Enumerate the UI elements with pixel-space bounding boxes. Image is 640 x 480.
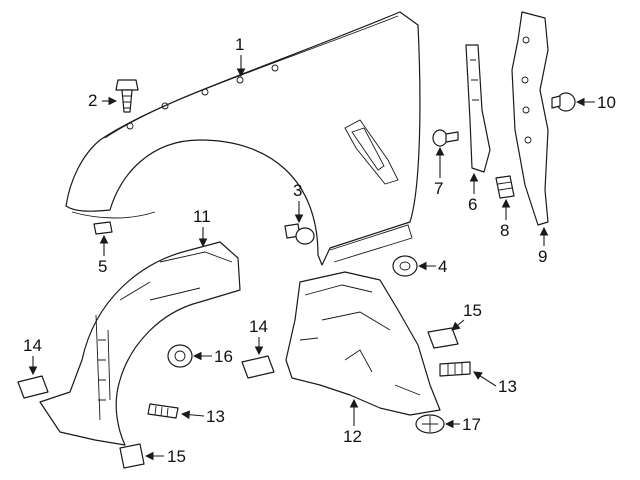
screw-13a xyxy=(147,403,179,419)
svg-text:6: 6 xyxy=(468,195,477,214)
svg-text:1: 1 xyxy=(235,35,244,54)
fender-bracket xyxy=(465,44,491,173)
svg-text:2: 2 xyxy=(88,91,97,110)
svg-text:5: 5 xyxy=(98,257,107,276)
retainer-14a xyxy=(17,375,49,399)
svg-text:16: 16 xyxy=(214,347,233,366)
svg-text:11: 11 xyxy=(193,207,211,226)
bolt-3 xyxy=(284,223,315,245)
callout-10: 10 xyxy=(575,93,616,112)
svg-text:8: 8 xyxy=(500,221,509,240)
clip-15a xyxy=(119,443,145,469)
callout-15b: 15 xyxy=(451,301,482,331)
bolt-7 xyxy=(432,129,459,147)
callout-16: 16 xyxy=(192,347,233,366)
svg-text:15: 15 xyxy=(167,447,186,466)
callout-7: 7 xyxy=(434,146,445,198)
svg-text:15: 15 xyxy=(463,301,482,320)
grommet-16 xyxy=(167,344,193,368)
nut-4 xyxy=(392,255,418,277)
callout-4: 4 xyxy=(417,257,447,276)
callout-13a: 13 xyxy=(180,407,225,426)
svg-text:10: 10 xyxy=(597,93,616,112)
callout-15a: 15 xyxy=(144,447,186,466)
callout-17: 17 xyxy=(444,415,481,434)
svg-text:3: 3 xyxy=(293,181,302,200)
plug-17 xyxy=(415,414,445,434)
callout-13b: 13 xyxy=(473,371,517,396)
svg-text:14: 14 xyxy=(249,317,268,336)
fender-panel xyxy=(65,11,421,266)
callout-9: 9 xyxy=(538,226,549,266)
callout-5: 5 xyxy=(98,234,109,276)
svg-text:7: 7 xyxy=(434,179,443,198)
svg-text:9: 9 xyxy=(538,247,547,266)
callout-2: 2 xyxy=(88,91,118,110)
callout-6: 6 xyxy=(468,172,479,214)
svg-text:13: 13 xyxy=(206,407,225,426)
svg-text:12: 12 xyxy=(343,427,362,446)
bolt-2 xyxy=(115,79,139,113)
callout-14a: 14 xyxy=(23,336,42,376)
callout-14b: 14 xyxy=(249,317,268,356)
callout-3: 3 xyxy=(293,181,304,224)
svg-text:4: 4 xyxy=(438,257,447,276)
front-wheelhouse-liner xyxy=(39,241,241,446)
svg-text:17: 17 xyxy=(462,415,481,434)
clip-5 xyxy=(93,221,113,235)
screw-13b xyxy=(439,361,471,377)
svg-text:13: 13 xyxy=(498,377,517,396)
callout-11: 11 xyxy=(193,207,211,248)
clip-15b xyxy=(427,327,459,349)
svg-text:14: 14 xyxy=(23,336,42,355)
clip-10 xyxy=(551,92,576,112)
callout-1: 1 xyxy=(235,35,246,78)
retainer-14b xyxy=(241,355,275,379)
fender-seal xyxy=(511,11,549,226)
rear-wheelhouse-liner xyxy=(285,271,441,416)
callout-8: 8 xyxy=(500,198,511,240)
callout-12: 12 xyxy=(343,398,362,446)
bolt-8 xyxy=(495,175,515,199)
